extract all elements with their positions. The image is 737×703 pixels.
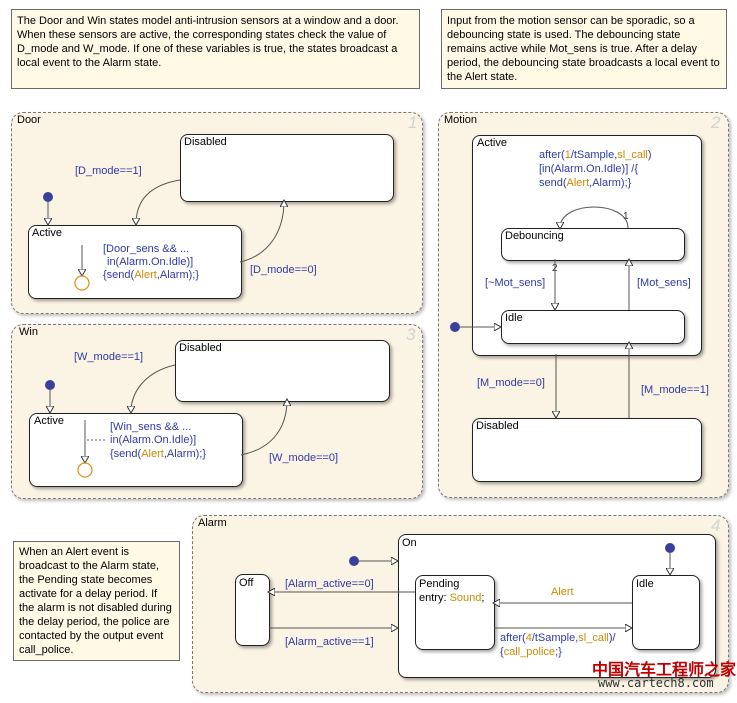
- door-inner-transition-line2[interactable]: in(Alarm.On.Idle)]: [107, 256, 194, 268]
- watermark-cn: 中国汽车工程师之家: [592, 662, 737, 679]
- motion-chart-title: Motion: [444, 114, 478, 126]
- alarm-after-transition-line1[interactable]: after(4/tSample,sl_call)/: [500, 632, 616, 644]
- motion-mode1-transition[interactable]: [M_mode==1]: [641, 384, 709, 396]
- watermark-url: www.cartech8.com: [598, 676, 714, 690]
- alarm-after-transition-line2[interactable]: {call_police;}: [500, 646, 562, 658]
- motion-active-label: Active: [477, 137, 507, 149]
- motion-after-transition-line2[interactable]: [in(Alarm.On.Idle)] /{: [539, 163, 639, 175]
- door-chart-title: Door: [17, 114, 41, 126]
- win-active-state[interactable]: [29, 413, 243, 487]
- win-disable-transition[interactable]: [W_mode==0]: [269, 452, 339, 464]
- motion-priority-1: 1: [623, 211, 629, 222]
- door-disable-transition[interactable]: [D_mode==0]: [250, 264, 317, 276]
- alarm-pending-label: Pending: [419, 578, 460, 590]
- motion-not-mot-transition[interactable]: [~Mot_sens]: [485, 277, 546, 289]
- motion-default-dot: [450, 322, 460, 332]
- door-disabled-label: Disabled: [184, 136, 227, 148]
- win-enable-transition[interactable]: [W_mode==1]: [74, 351, 144, 363]
- door-active-state[interactable]: [28, 225, 242, 299]
- alarm-off-label: Off: [239, 577, 254, 589]
- win-disabled-label: Disabled: [179, 342, 222, 354]
- door-inner-transition-line1[interactable]: [Door_sens && ...: [103, 243, 190, 255]
- alarm-pending-entry: entry: Sound;: [419, 592, 485, 604]
- door-disabled-state[interactable]: [180, 134, 394, 202]
- alarm-on-label: On: [402, 537, 417, 549]
- alarm-pending-state[interactable]: [415, 575, 495, 650]
- door-junction: [74, 275, 90, 291]
- alarm-chart-number: 4: [711, 516, 721, 535]
- door-disable-wire: [239, 201, 284, 263]
- alarm-idle-default-dot: [665, 543, 675, 553]
- motion-mot-transition[interactable]: [Mot_sens]: [637, 277, 691, 289]
- win-active-label: Active: [34, 415, 64, 427]
- win-chart-number: 3: [406, 325, 416, 344]
- motion-disabled-state[interactable]: [472, 418, 702, 482]
- motion-self-loop: [560, 206, 629, 228]
- alarm-idle-state[interactable]: [632, 575, 700, 650]
- door-inner-transition-line3[interactable]: {send(Alert,Alarm);}: [103, 269, 200, 281]
- alarm-idle-label: Idle: [636, 578, 654, 590]
- win-disable-wire: [240, 400, 287, 456]
- motion-debouncing-label: Debouncing: [505, 230, 564, 242]
- motion-disabled-label: Disabled: [476, 420, 519, 432]
- alarm-alert-transition[interactable]: Alert: [551, 586, 574, 598]
- win-disabled-state[interactable]: [175, 340, 390, 402]
- motion-chart-number: 2: [711, 113, 721, 132]
- win-inner-transition-line2[interactable]: in(Alarm.On.Idle)]: [110, 434, 197, 446]
- motion-after-transition-line1[interactable]: after(1/tSample,sl_call): [539, 149, 652, 161]
- door-chart-number: 1: [408, 113, 418, 132]
- motion-note: Input from the motion sensor can be spor…: [441, 9, 727, 89]
- motion-idle-state[interactable]: [501, 310, 685, 344]
- win-chart-title: Win: [19, 326, 38, 338]
- door-default-dot: [43, 192, 53, 202]
- door-enable-wire: [136, 179, 181, 224]
- motion-debouncing-state[interactable]: [501, 228, 685, 261]
- door-win-note: The Door and Win states model anti-intru…: [11, 9, 420, 89]
- alarm-note: When an Alert event is broadcast to the …: [13, 541, 180, 661]
- alarm-active0-transition[interactable]: [Alarm_active==0]: [285, 578, 374, 590]
- alarm-chart-title: Alarm: [198, 517, 227, 529]
- alarm-active1-transition[interactable]: [Alarm_active==1]: [285, 636, 374, 648]
- motion-after-transition-line3[interactable]: send(Alert,Alarm);}: [539, 177, 632, 189]
- win-default-dot: [45, 380, 55, 390]
- door-active-label: Active: [32, 227, 62, 239]
- win-inner-transition-line1[interactable]: [Win_sens && ...: [110, 421, 192, 433]
- alarm-off-state[interactable]: [235, 574, 270, 646]
- win-enable-wire: [131, 364, 176, 412]
- motion-mode0-transition[interactable]: [M_mode==0]: [477, 377, 545, 389]
- alarm-default-dot: [349, 556, 359, 566]
- win-junction: [77, 462, 93, 478]
- win-inner-transition-line3[interactable]: {send(Alert,Alarm);}: [110, 448, 207, 460]
- motion-idle-label: Idle: [505, 312, 523, 324]
- door-enable-transition[interactable]: [D_mode==1]: [75, 165, 142, 177]
